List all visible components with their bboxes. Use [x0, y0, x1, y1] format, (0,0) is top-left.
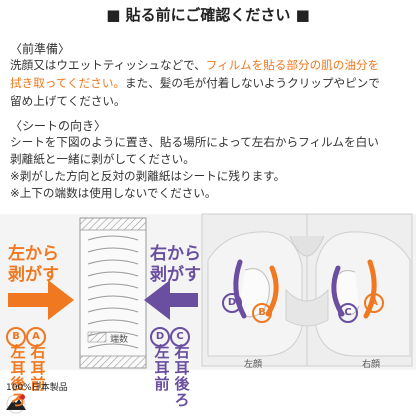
face-left-label: 左顔 [244, 360, 263, 370]
orient-line-2: 剥離紙と一緒に剥がしてください。 [10, 152, 195, 166]
face-circle-d: D [222, 290, 242, 313]
hatch-legend-label: 端数 [110, 335, 129, 345]
face-circle-b: B [252, 300, 272, 323]
circle-d-center: D [150, 324, 170, 347]
prep-line1-highlight: フィルムを貼る部分の肌の油分を [205, 58, 380, 72]
hatch-legend-swatch [87, 331, 107, 343]
face-circle-a: A [364, 290, 384, 313]
right-peel-line-2: 剥がす [150, 265, 201, 285]
face-illustration [201, 213, 413, 367]
orient-note-2: ※上下の端数は使用しないでください。 [10, 186, 217, 200]
left-peel-line-2: 剥がす [8, 265, 59, 285]
title-text: 貼る前にご確認ください [125, 6, 291, 24]
right-peel-label: 右から 剥がす [150, 244, 201, 286]
right-ear-front-label: 右耳前 [30, 343, 46, 393]
film-sheet [79, 217, 147, 369]
sheet-bottom-margin [79, 355, 147, 369]
arrow-left-icon [144, 280, 198, 320]
prep-line-2: 拭き取ってください。また、髪の毛が付着しないようクリップやピンで [10, 74, 410, 92]
orient-line-1: シートを下図のように置き、貼る場所によって左右からフィルムを白い [10, 135, 379, 149]
prep-heading: 〈前準備〉 [10, 42, 71, 56]
prep-line2-highlight: 拭き取ってください。 [10, 76, 126, 90]
right-peel-line-1: 右から [150, 244, 201, 264]
left-ear-front-label: 左耳前 [154, 343, 170, 393]
made-in-japan-badge: 100%日本製品 [6, 383, 68, 393]
left-ear-back-label: 左耳後ろ [10, 343, 26, 409]
face-right-label: 右顔 [362, 360, 381, 370]
film-d-curve [233, 259, 247, 319]
circle-c-center: C [170, 324, 190, 347]
orient-paragraph: シートを下図のように置き、貼る場所によって左右からフィルムを白い 剥離紙と一緒に… [10, 134, 410, 202]
arrow-right-icon [8, 280, 74, 320]
prep-line-1: 洗顔又はウエットティッシュなどで、フィルムを貼る部分の肌の油分を [10, 56, 410, 74]
right-ear-back-label: 右耳後ろ [174, 343, 190, 409]
prep-line-3: 留め上げてください。 [10, 94, 126, 108]
orient-heading: 〈シートの向き〉 [10, 119, 107, 133]
left-peel-line-1: 左から [8, 244, 59, 264]
sheet-top-margin [79, 217, 147, 231]
page-title: ■ 貼る前にご確認ください ■ [0, 4, 416, 25]
title-mark-right: ■ [295, 6, 310, 24]
prep-paragraph: 洗顔又はウエットティッシュなどで、フィルムを貼る部分の肌の油分を 拭き取ってくだ… [10, 56, 410, 110]
circle-a-left: A [26, 324, 46, 347]
prep-line1-plain: 洗顔又はウエットティッシュなどで、 [10, 58, 206, 72]
prep-line2-plain: また、髪の毛が付着しないようクリップやピンで [125, 76, 380, 90]
rising-sun-icon [19, 394, 25, 400]
circle-b-left: B [6, 324, 26, 347]
title-mark-left: ■ [106, 6, 121, 24]
face-circle-c: C [338, 300, 358, 323]
left-peel-label: 左から 剥がす [8, 244, 59, 286]
mount-fuji-logo [6, 394, 26, 414]
orient-note-1: ※剥がした方向と反対の剥離紙はシートに残ります。 [10, 169, 286, 183]
sheet-film-shapes [87, 235, 139, 349]
